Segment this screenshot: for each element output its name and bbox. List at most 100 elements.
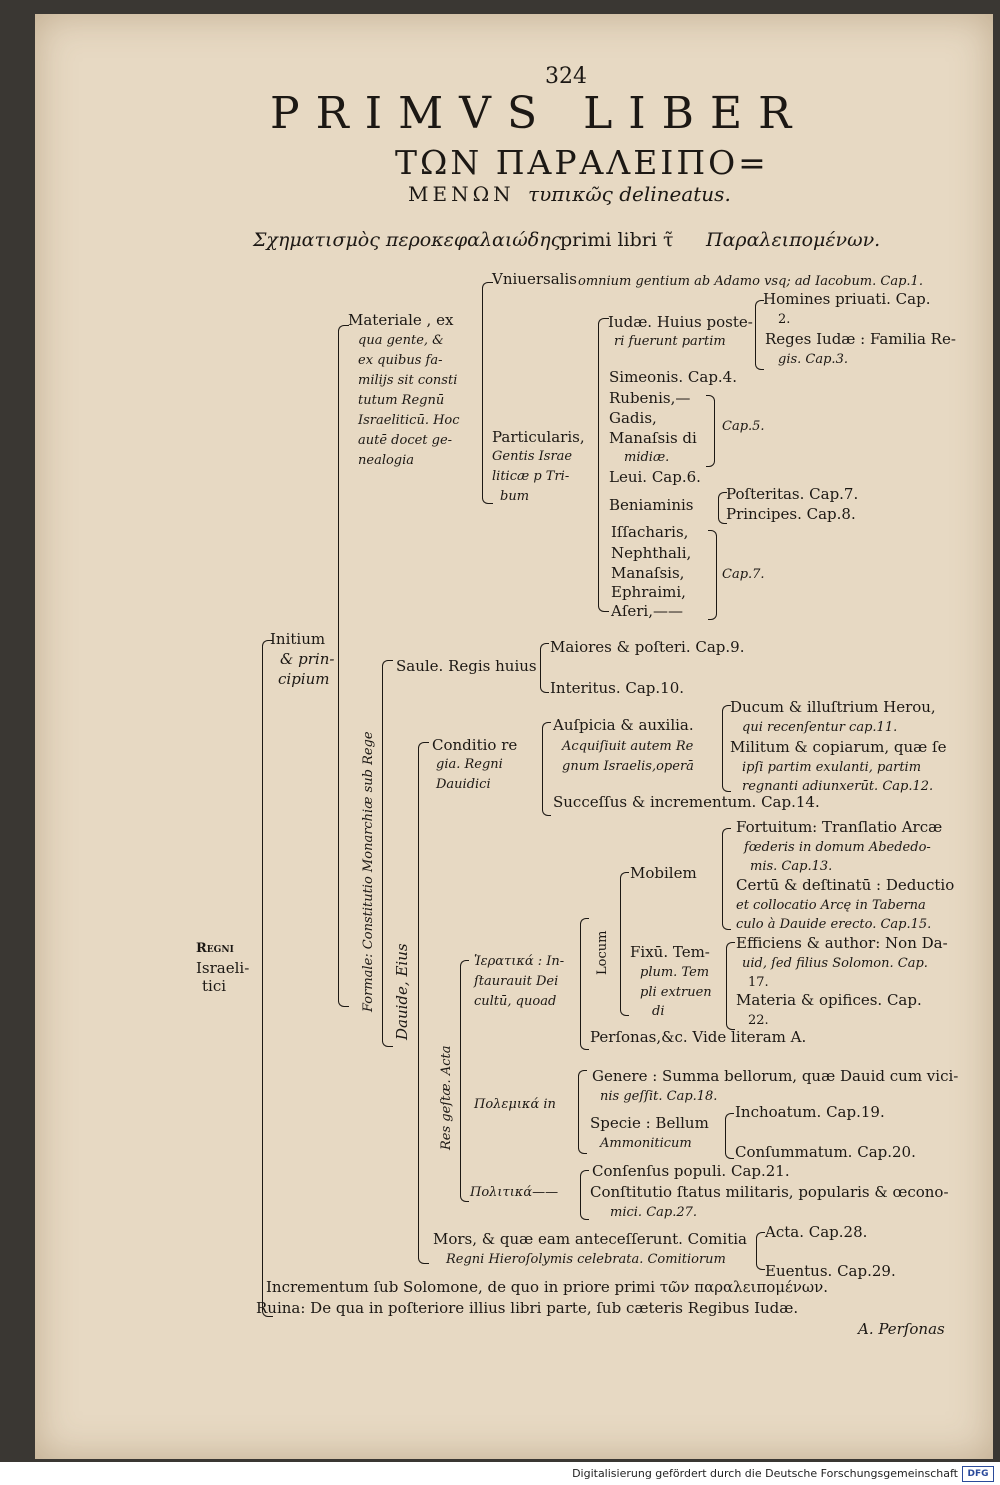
mors-2: Regni Hieroſolymis celebrata. Comitiorum bbox=[446, 1252, 726, 1267]
particularis-line-2: Gentis Israe bbox=[492, 449, 573, 464]
acquisiuit-1: Acquiſiuit autem Re bbox=[562, 739, 694, 754]
conditio-brace bbox=[542, 722, 551, 816]
constitutio-2: mici. Cap.27. bbox=[610, 1205, 698, 1220]
ierastika-2: ſtaurauit Dei bbox=[474, 974, 559, 989]
manassis: Manaſsis, bbox=[611, 564, 685, 582]
reges-line-1: Reges Iudæ : Familia Re- bbox=[765, 330, 956, 348]
book-page bbox=[35, 14, 993, 1459]
genere-1: Genere : Summa bellorum, quæ Dauid cum v… bbox=[592, 1067, 959, 1085]
subtitle-greek-2: Παραλειπομένων. bbox=[706, 229, 881, 251]
title-line-3a: ΜΕΝΩΝ bbox=[408, 182, 515, 206]
materiale-line-5: tutum Regnū bbox=[358, 393, 445, 408]
materia-2: 22. bbox=[748, 1013, 769, 1028]
resgestae-vertical: Res geſtæ. Acta bbox=[439, 1045, 454, 1150]
acta: Acta. Cap.28. bbox=[765, 1223, 868, 1241]
locum-vertical: Locum bbox=[595, 930, 610, 975]
root-label-3: tici bbox=[202, 977, 227, 995]
inchoatum: Inchoatum. Cap.19. bbox=[735, 1103, 885, 1121]
resgestae-brace bbox=[460, 960, 469, 1202]
acquisiuit-2: gnum Israelis,operā bbox=[562, 759, 694, 774]
saule-label: Saule. Regis huius bbox=[396, 657, 537, 675]
gadis: Gadis, bbox=[609, 409, 657, 427]
incrementum: Incrementum ſub Solomone, de quo in prio… bbox=[266, 1278, 828, 1296]
certu-2: et collocatio Arcę in Taberna bbox=[736, 898, 926, 913]
manassis-di: Manaſsis di bbox=[609, 429, 697, 447]
genere-2: nis geſſit. Cap.18. bbox=[600, 1089, 718, 1104]
materiale-line-8: nealogia bbox=[358, 453, 415, 468]
initium-brace bbox=[338, 325, 349, 1007]
vniuersalis-detail: omnium gentium ab Adamo vsq; ad Iacobum.… bbox=[578, 274, 923, 289]
fixu-brace bbox=[726, 942, 735, 1030]
fixu-2: plum. Tem bbox=[640, 965, 710, 980]
auspicia: Auſpicia & auxilia. bbox=[553, 716, 694, 734]
title-line-2: ΤΩΝ ΠΑΡΑΛΕΙΠΟ= bbox=[395, 143, 769, 182]
consummatum: Conſummatum. Cap.20. bbox=[735, 1143, 916, 1161]
vniuersalis-label: Vniuersalis bbox=[492, 270, 577, 288]
formale-brace bbox=[382, 660, 393, 1047]
acquisiuit-brace bbox=[722, 705, 731, 792]
militum-1: Militum & copiarum, quæ ſe bbox=[730, 738, 947, 756]
ducum-1: Ducum & illuſtrium Herou, bbox=[730, 698, 936, 716]
politika: Πολιτικά—— bbox=[470, 1185, 559, 1200]
particularis-line-1: Particularis, bbox=[492, 428, 585, 446]
fortuitum-2: fœderis in domum Abededo- bbox=[744, 840, 931, 855]
materiale-line-1: Materiale , ex bbox=[348, 311, 454, 329]
issacharis: Iſſacharis, bbox=[611, 523, 689, 541]
title-line-3b: τυπικῶς delineatus. bbox=[528, 182, 731, 206]
footer-text: Digitalisierung gefördert durch die Deut… bbox=[572, 1467, 958, 1480]
particularis-line-4: bum bbox=[500, 489, 530, 504]
certu-3: culo à Dauide erecto. Cap.15. bbox=[736, 917, 932, 932]
materiale-brace bbox=[482, 282, 493, 504]
footer-bar: Digitalisierung gefördert durch die Deut… bbox=[0, 1462, 1000, 1485]
dauide-brace bbox=[418, 742, 429, 1264]
root-label-2: Israeli- bbox=[196, 959, 250, 977]
specie-2: Ammoniticum bbox=[600, 1136, 692, 1151]
fortuitum-3: mis. Cap.13. bbox=[750, 859, 833, 874]
initium-label-2: & prin- bbox=[280, 650, 335, 668]
dauide-vertical: Dauide, Eius bbox=[393, 943, 411, 1040]
particularis-line-3: liticæ p Tri- bbox=[492, 469, 570, 484]
mobilem-brace bbox=[722, 828, 731, 930]
fixu-3: pli extruen bbox=[640, 985, 712, 1000]
catchword: A. Perſonas bbox=[858, 1320, 945, 1338]
dfg-logo: DFG bbox=[962, 1466, 994, 1482]
militum-3: regnanti adiunxerūt. Cap.12. bbox=[742, 779, 934, 794]
cap7-brace bbox=[708, 530, 717, 620]
fixu-1: Fixū. Tem- bbox=[630, 943, 710, 961]
locum-brace bbox=[620, 872, 629, 1016]
mors-brace bbox=[756, 1232, 765, 1270]
subtitle-greek: Σχηματισμὸς περοκεφαλαιώδης bbox=[253, 229, 562, 251]
mobilem: Mobilem bbox=[630, 864, 697, 882]
iudae-brace bbox=[755, 300, 764, 370]
materiale-line-6: Israeliticū. Hoc bbox=[358, 413, 460, 428]
specie-brace bbox=[725, 1113, 734, 1159]
mors-1: Mors, & quæ eam anteceſſerunt. Comitia bbox=[433, 1230, 747, 1248]
efficiens-3: 17. bbox=[748, 975, 769, 990]
beniaminis: Beniaminis bbox=[609, 496, 694, 514]
interitus: Interitus. Cap.10. bbox=[550, 679, 685, 697]
fixu-4: di bbox=[652, 1004, 665, 1019]
efficiens-2: uid, ſed filius Solomon. Cap. bbox=[742, 956, 928, 971]
conditio-line-2: gia. Regni bbox=[436, 757, 503, 772]
ierastika-1: Ἱερατικά : In- bbox=[474, 954, 565, 969]
materiale-line-3: ex quibus fa- bbox=[358, 353, 443, 368]
root-brace bbox=[262, 640, 273, 1317]
conditio-line-1: Conditio re bbox=[432, 736, 518, 754]
constitutio-1: Conſtitutio ſtatus militaris, popularis … bbox=[590, 1183, 949, 1201]
ducum-2: qui recenſentur cap.11. bbox=[742, 720, 898, 735]
materiale-line-7: autē docet ge- bbox=[358, 433, 453, 448]
root-label-1: Regni bbox=[196, 941, 234, 956]
aseri: Aſeri,—— bbox=[611, 602, 683, 620]
beniaminis-brace bbox=[718, 492, 727, 524]
materia-1: Materia & opifices. Cap. bbox=[736, 991, 922, 1009]
specie-1: Specie : Bellum bbox=[590, 1114, 709, 1132]
cap7: Cap.7. bbox=[722, 567, 765, 582]
initium-label-3: cipium bbox=[278, 670, 330, 688]
cap5-brace bbox=[706, 395, 715, 467]
militum-2: ipſi partim exulanti, partim bbox=[742, 760, 922, 775]
initium-label: Initium bbox=[270, 630, 326, 648]
efficiens-1: Efficiens & author: Non Da- bbox=[736, 934, 948, 952]
nephthali: Nephthali, bbox=[611, 544, 692, 562]
materiale-line-4: milijs sit consti bbox=[358, 373, 458, 388]
rubenis: Rubenis,— bbox=[609, 389, 691, 407]
